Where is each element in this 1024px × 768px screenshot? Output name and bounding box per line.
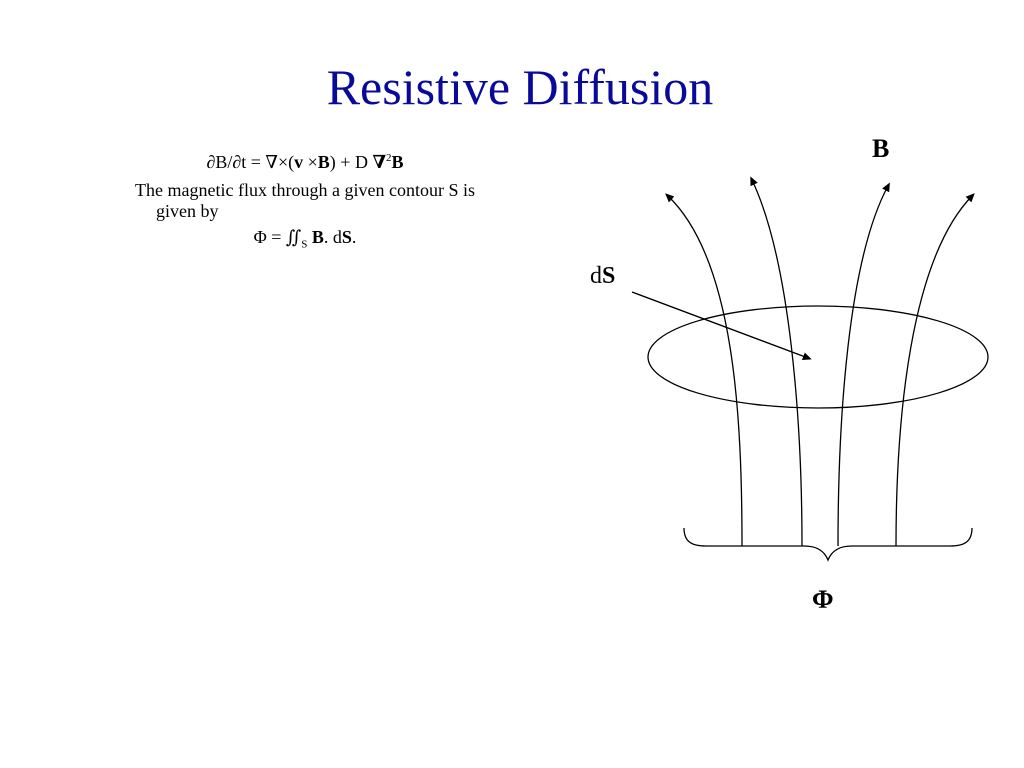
field-line-4 xyxy=(895,193,975,547)
flux-equation: Φ = ∬S B. dS. xyxy=(70,227,540,252)
flux-line-1: The magnetic flux through a given contou… xyxy=(135,179,475,200)
induction-equation: ∂B/∂t = ∇×(v ×B) + D ∇2B xyxy=(70,152,540,174)
eq-close: ) + D xyxy=(329,152,373,172)
label-dS-d: d xyxy=(590,263,602,289)
slide-title: Resistive Diffusion xyxy=(326,59,714,115)
field-line-1 xyxy=(665,193,743,547)
field-line-2 xyxy=(750,176,803,547)
eq-B: B xyxy=(317,152,330,172)
eq-times: × xyxy=(303,152,318,172)
flux-line-2: given by xyxy=(156,201,219,222)
eq-laplacian: ∇ xyxy=(372,152,387,172)
text-block: ∂B/∂t = ∇×(v ×B) + D ∇2B The magnetic fl… xyxy=(70,152,540,252)
ds-arrow xyxy=(631,291,812,360)
eq-curl: ∇×( xyxy=(265,152,295,172)
flux-period: . xyxy=(351,226,357,247)
flux-sub-s: S xyxy=(301,238,308,251)
contour-ellipse xyxy=(647,305,989,409)
eq-power: 2 xyxy=(386,152,392,164)
label-dS: dS xyxy=(590,263,615,289)
flux-dot: . d xyxy=(323,226,342,247)
label-B: B xyxy=(872,134,889,163)
flux-B: B xyxy=(311,226,324,247)
flux-description: The magnetic flux through a given contou… xyxy=(70,180,540,223)
eq-lhs: ∂B/∂t = xyxy=(206,152,266,172)
label-dS-S: S xyxy=(602,263,615,289)
flux-S: S xyxy=(341,226,352,247)
eq-v: v xyxy=(294,152,304,172)
flux-phi: Φ = ∬ xyxy=(253,226,302,247)
field-line-3 xyxy=(837,182,890,547)
flux-brace xyxy=(683,527,973,562)
eq-B2: B xyxy=(391,152,404,172)
label-phi: Φ xyxy=(812,585,834,614)
